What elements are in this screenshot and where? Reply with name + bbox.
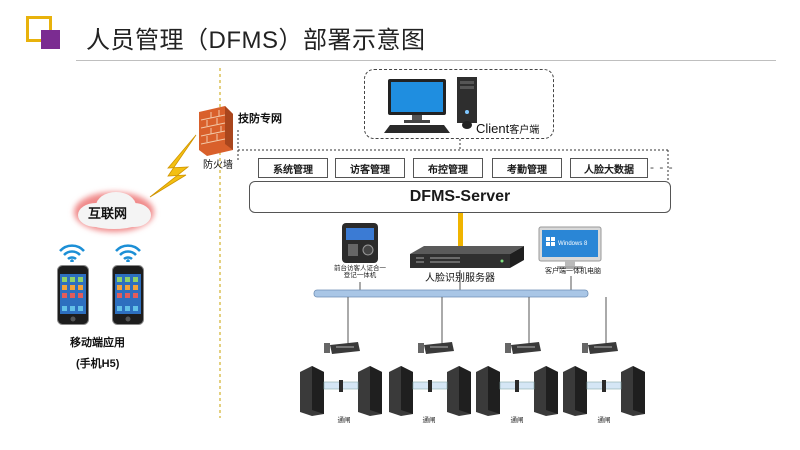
page-title: 人员管理（DFMS）部署示意图 xyxy=(86,27,426,54)
face-server-label: 人脸识别服务器 xyxy=(425,273,495,284)
module-more-indicator: - - - xyxy=(650,160,674,174)
module-tab-control[interactable]: 布控管理 xyxy=(413,158,483,178)
wifi-icon xyxy=(59,244,85,262)
internet-label: 互联网 xyxy=(88,206,128,221)
turnstile-gate-icon xyxy=(476,366,558,416)
module-tab-visitor[interactable]: 访客管理 xyxy=(335,158,405,178)
firewall-label: 防火墙 xyxy=(203,160,233,171)
module-tab-label: 系统管理 xyxy=(273,164,313,176)
rack-server-icon xyxy=(410,246,524,268)
camera-icon xyxy=(324,342,360,354)
client-group xyxy=(364,69,554,139)
firewall-icon xyxy=(199,106,233,156)
camera-icon xyxy=(505,342,541,354)
title-divider xyxy=(76,60,776,61)
monitor-icon xyxy=(384,79,450,133)
private-network-label: 技防专网 xyxy=(238,113,282,125)
client-label-main: Client xyxy=(476,121,510,136)
lightning-icon xyxy=(149,134,197,198)
gate-label: 通闸 xyxy=(422,417,436,424)
mobile-app-sublabel: (手机H5) xyxy=(76,358,120,370)
module-tab-label: 人脸大数据 xyxy=(584,164,634,176)
module-tab-face-data[interactable]: 人脸大数据 xyxy=(570,158,648,178)
internet-cloud-icon xyxy=(74,192,154,232)
gate-label: 通闸 xyxy=(510,417,524,424)
turnstile-gate-icon xyxy=(563,366,645,416)
gate-label: 通闸 xyxy=(337,417,351,424)
wifi-icon xyxy=(115,244,141,262)
pc-tower-icon xyxy=(457,77,477,123)
phone-icon xyxy=(57,265,89,325)
pc-screen-text: Windows 8 xyxy=(558,241,588,247)
pc-label: 客户端一体机电脑 xyxy=(545,268,601,275)
logo-square-purple xyxy=(41,30,60,49)
phone-icon xyxy=(112,265,144,325)
camera-icon xyxy=(582,342,618,354)
mobile-app-label: 移动端应用 xyxy=(70,337,125,349)
module-tab-label: 访客管理 xyxy=(350,164,390,176)
turnstile-gate-icon xyxy=(389,366,471,416)
dfms-server-bar: DFMS-Server xyxy=(249,181,671,213)
client-label-sub: 客户端 xyxy=(509,125,540,136)
logo-square-yellow xyxy=(26,16,52,42)
dfms-server-label: DFMS-Server xyxy=(409,188,511,205)
all-in-one-pc-icon: Windows 8 xyxy=(538,226,602,269)
gate-label: 通闸 xyxy=(597,417,611,424)
module-tab-label: 考勤管理 xyxy=(507,164,547,176)
module-tab-attendance[interactable]: 考勤管理 xyxy=(492,158,562,178)
client-label: Client客户端 xyxy=(476,121,539,136)
module-tab-label: 布控管理 xyxy=(428,164,468,176)
module-tab-system[interactable]: 系统管理 xyxy=(258,158,328,178)
turnstile-gate-icon xyxy=(300,366,382,416)
mouse-icon xyxy=(462,121,472,129)
camera-icon xyxy=(418,342,454,354)
kiosk-icon xyxy=(342,223,378,263)
kiosk-label: 前台访客人证合一登记一体机 xyxy=(334,265,386,279)
